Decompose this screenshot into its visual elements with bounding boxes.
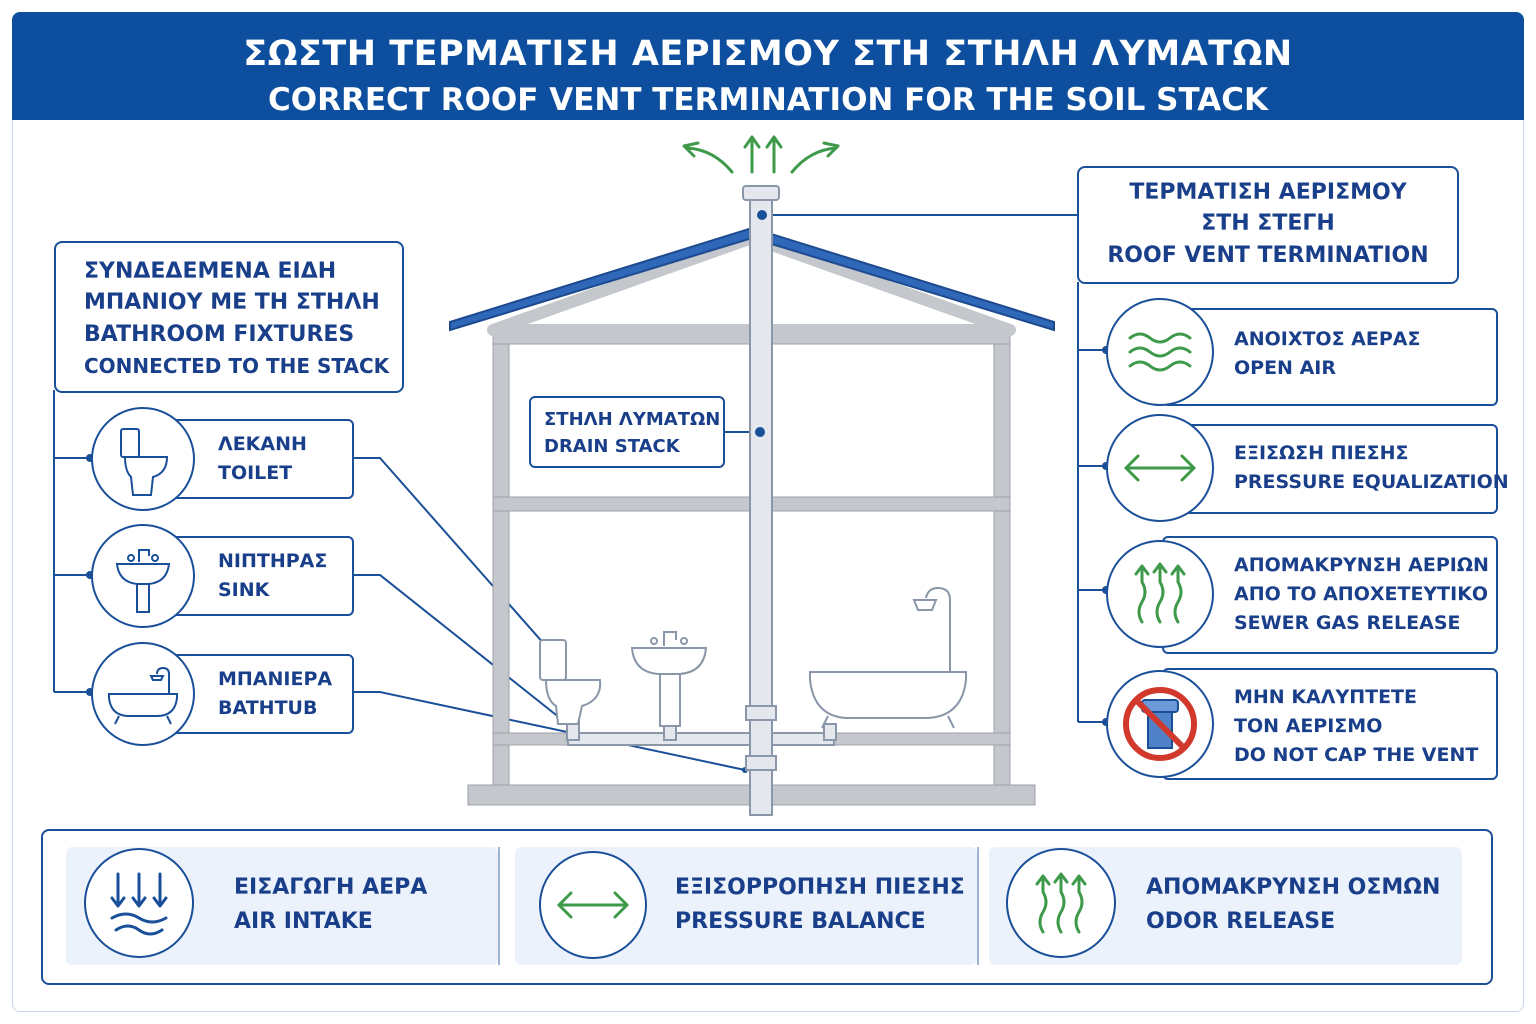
fixtures-title-line-3: BATHROOM FIXTURES — [84, 322, 355, 347]
fixture-label-gr: ΛΕΚΑΝΗ — [218, 433, 307, 455]
bottom-label-en: PRESSURE BALANCE — [675, 909, 926, 934]
pressure-balance-icon — [539, 851, 647, 959]
toilet-icon — [91, 407, 195, 511]
odor-release-icon — [1006, 848, 1116, 958]
bathtub-illustration — [809, 586, 967, 729]
title-greek: ΣΩΣΤΗ ΤΕΡΜΑΤΙΣΗ ΑΕΡΙΣΜΟΥ ΣΤΗ ΣΤΗΛΗ ΛΥΜΑΤ… — [243, 34, 1293, 74]
vent-cap-top — [742, 185, 780, 201]
drain-stack-label: ΣΤΗΛΗ ΛΥΜΑΤΩΝ DRAIN STACK — [529, 396, 725, 468]
rising-gas-icon — [1106, 540, 1214, 648]
bottom-label-en: ODOR RELEASE — [1146, 909, 1336, 934]
roof-vent-title-line-1: ΤΕΡΜΑΤΙΣΗ ΑΕΡΙΣΜΟΥ — [1129, 180, 1407, 205]
fixture-label-en: BATHTUB — [218, 697, 318, 719]
benefit-line: DO NOT CAP THE VENT — [1234, 744, 1479, 766]
bathtub-icon — [91, 642, 195, 746]
roof-vent-title-box: ΤΕΡΜΑΤΙΣΗ ΑΕΡΙΣΜΟΥ ΣΤΗ ΣΤΕΓΗ ROOF VENT T… — [1077, 166, 1459, 284]
benefit-line: OPEN AIR — [1234, 357, 1336, 379]
air-intake-icon — [84, 848, 194, 958]
fixtures-title-line-1: ΣΥΝΔΕΔΕΜΕΝΑ ΕΙΔΗ — [84, 259, 337, 284]
bottom-divider — [498, 847, 500, 965]
drain-stack-label-en: DRAIN STACK — [544, 436, 680, 457]
fixture-label-en: SINK — [218, 579, 270, 601]
toilet-illustration — [539, 639, 602, 725]
header-banner: ΣΩΣΤΗ ΤΕΡΜΑΤΙΣΗ ΑΕΡΙΣΜΟΥ ΣΤΗ ΣΤΗΛΗ ΛΥΜΑΤ… — [12, 12, 1524, 120]
no-cap-icon — [1106, 670, 1214, 778]
fixture-label-gr: ΜΠΑΝΙΕΡΑ — [218, 668, 333, 690]
benefit-line: PRESSURE EQUALIZATION — [1234, 471, 1509, 493]
fixtures-title-box: ΣΥΝΔΕΔΕΜΕΝΑ ΕΙΔΗ ΜΠΑΝΙΟΥ ΜΕ ΤΗ ΣΤΗΛΗ BAT… — [54, 241, 404, 393]
benefit-line: ΑΝΟΙΧΤΟΣ ΑΕΡΑΣ — [1234, 328, 1421, 350]
bottom-label-gr: ΕΞΙΣΟΡΡΟΠΗΣΗ ΠΙΕΣΗΣ — [675, 875, 965, 900]
benefit-line: ΑΠΟΜΑΚΡΥΝΣΗ ΑΕΡΙΩΝ — [1234, 554, 1489, 576]
benefit-item-do-not-cap: ΜΗΝ ΚΑΛΥΠΤΕΤΕ ΤΟΝ ΑΕΡΙΣΜΟ DO NOT CAP THE… — [1162, 668, 1498, 780]
fixture-label-en: TOILET — [218, 462, 293, 484]
soil-stack-pipe — [749, 194, 773, 816]
vent-airflow-arrows — [682, 135, 840, 174]
double-arrow-icon — [1106, 414, 1214, 522]
fixture-label-gr: ΝΙΠΤΗΡΑΣ — [218, 550, 328, 572]
roof-vent-title-line-3: ROOF VENT TERMINATION — [1107, 243, 1429, 268]
drain-pipes — [566, 719, 837, 746]
benefit-line: ΕΞΙΣΩΣΗ ΠΙΕΣΗΣ — [1234, 442, 1409, 464]
fixtures-title-line-2: ΜΠΑΝΙΟΥ ΜΕ ΤΗ ΣΤΗΛΗ — [84, 290, 380, 315]
bottom-label-gr: ΑΠΟΜΑΚΡΥΝΣΗ ΟΣΜΩΝ — [1146, 875, 1441, 900]
benefit-item-open-air: ΑΝΟΙΧΤΟΣ ΑΕΡΑΣ OPEN AIR — [1162, 308, 1498, 406]
title-english: CORRECT ROOF VENT TERMINATION FOR THE SO… — [267, 82, 1269, 118]
sink-icon — [91, 524, 195, 628]
fixtures-title-line-4: CONNECTED TO THE STACK — [84, 354, 390, 378]
bottom-divider — [977, 847, 979, 965]
bottom-label-en: AIR INTAKE — [234, 909, 373, 934]
roof-vent-title-line-2: ΣΤΗ ΣΤΕΓΗ — [1201, 211, 1335, 236]
benefit-item-sewer-gas-release: ΑΠΟΜΑΚΡΥΝΣΗ ΑΕΡΙΩΝ ΑΠΟ ΤΟ ΑΠΟΧΕΤΕΥΤΙΚΟ S… — [1162, 536, 1498, 654]
sink-illustration — [630, 631, 708, 727]
wind-waves-icon — [1106, 298, 1214, 406]
benefit-line: ΜΗΝ ΚΑΛΥΠΤΕΤΕ — [1234, 686, 1417, 708]
bottom-label-gr: ΕΙΣΑΓΩΓΗ ΑΕΡΑ — [234, 875, 428, 900]
benefit-item-pressure-equalization: ΕΞΙΣΩΣΗ ΠΙΕΣΗΣ PRESSURE EQUALIZATION — [1162, 424, 1509, 514]
benefit-line: ΤΟΝ ΑΕΡΙΣΜΟ — [1234, 715, 1383, 737]
drain-stack-label-gr: ΣΤΗΛΗ ΛΥΜΑΤΩΝ — [544, 409, 721, 430]
benefit-line: SEWER GAS RELEASE — [1234, 612, 1461, 634]
benefit-line: ΑΠΟ ΤΟ ΑΠΟΧΕΤΕΥΤΙΚΟ — [1234, 583, 1489, 605]
